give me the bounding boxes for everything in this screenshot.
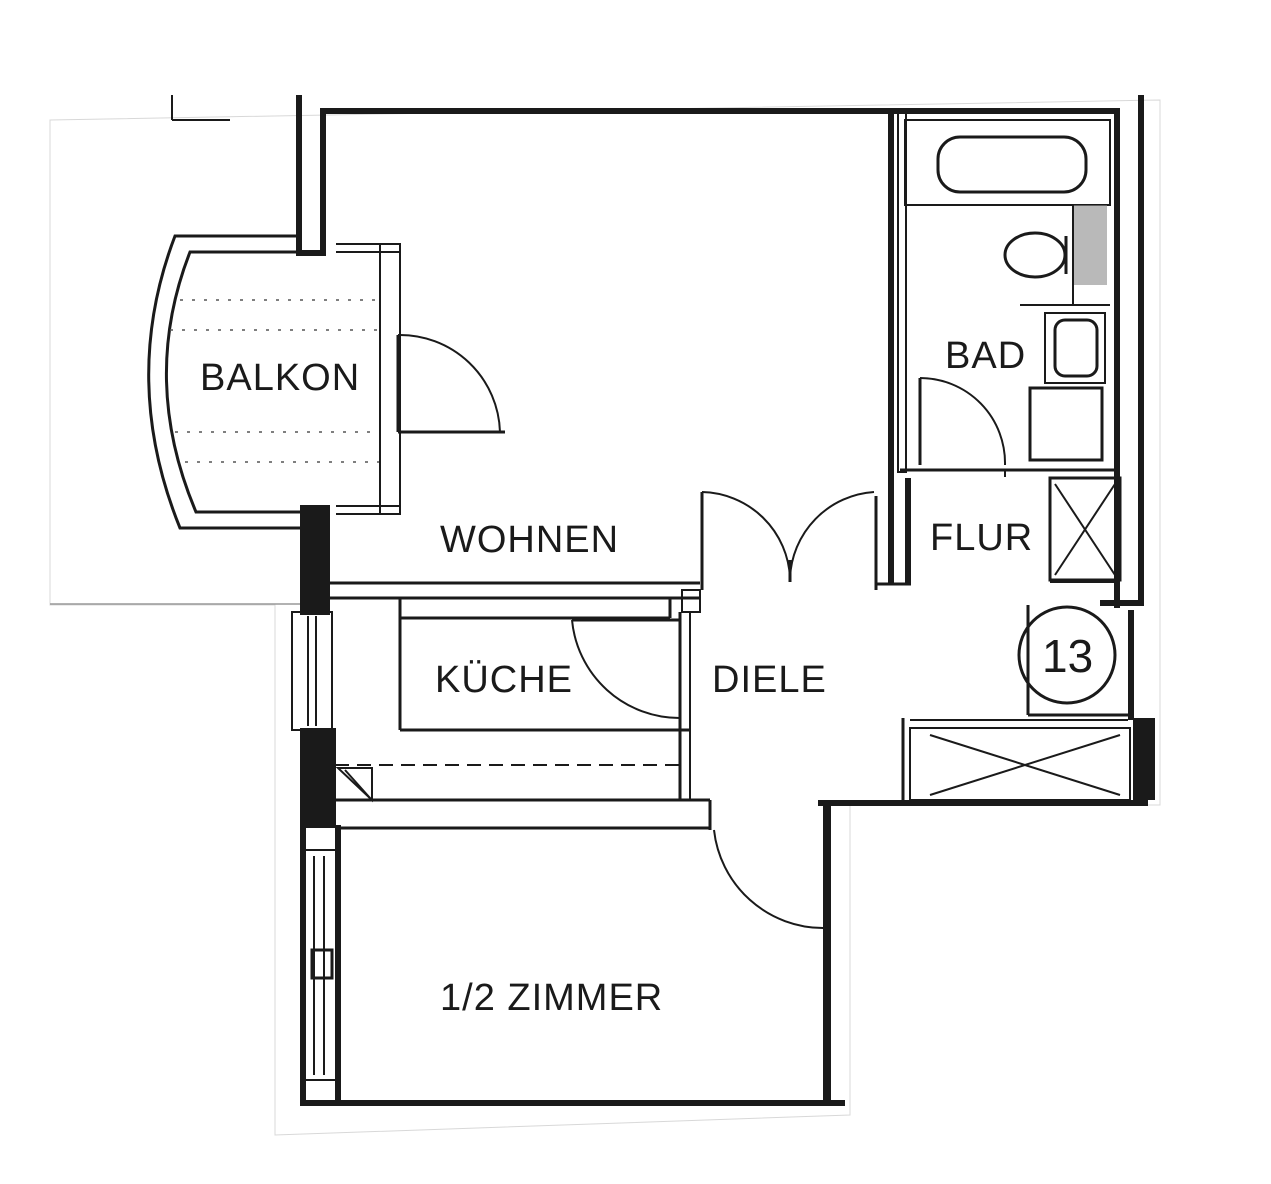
room-label-diele: DIELE bbox=[712, 659, 827, 701]
outer-walls bbox=[296, 95, 1155, 1106]
room-label-wohnen: WOHNEN bbox=[440, 519, 619, 561]
room-label-flur: FLUR bbox=[930, 517, 1033, 559]
unit-number-circle bbox=[1017, 605, 1117, 705]
entrance-walls bbox=[1026, 605, 1128, 717]
room-label-kueche: KÜCHE bbox=[435, 659, 573, 701]
flur-closet bbox=[876, 476, 1122, 586]
double-door-wohnen bbox=[700, 491, 875, 590]
unit-number: 13 bbox=[1042, 630, 1093, 682]
interior-walls bbox=[330, 496, 1128, 830]
kueche-door bbox=[571, 618, 681, 720]
room-label-zimmer: 1/2 ZIMMER bbox=[440, 977, 663, 1019]
room-label-balkon: BALKON bbox=[200, 357, 360, 399]
window-west-zimmer bbox=[301, 849, 339, 1081]
window-west-kueche bbox=[291, 611, 333, 731]
stair-area bbox=[909, 727, 1131, 801]
bathroom-fixtures bbox=[888, 111, 1118, 584]
balcony bbox=[147, 234, 505, 530]
zimmer-door bbox=[708, 800, 824, 929]
room-label-bad: BAD bbox=[945, 335, 1026, 377]
